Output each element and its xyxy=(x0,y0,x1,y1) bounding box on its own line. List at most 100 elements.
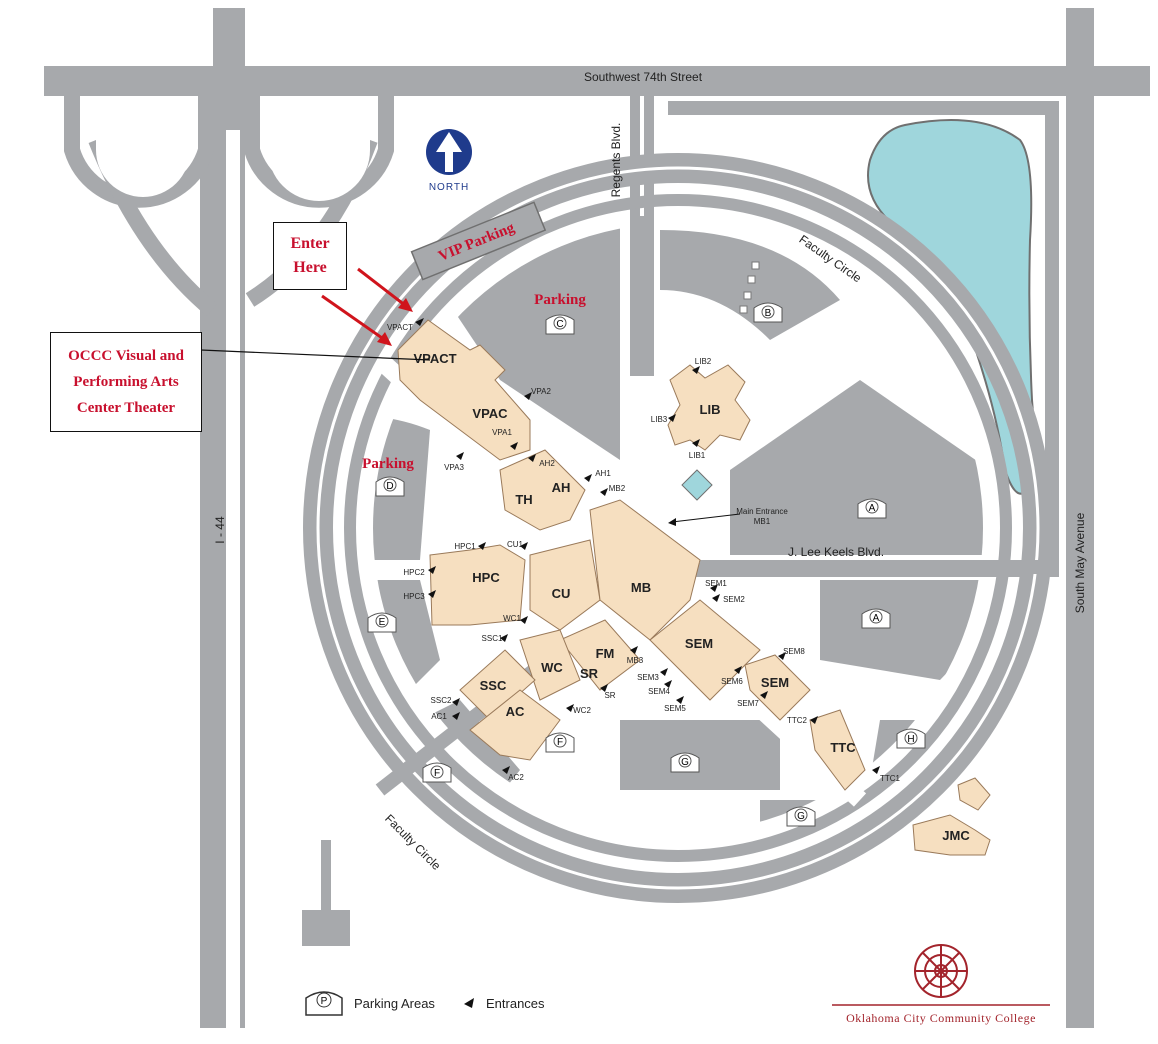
svg-text:P: P xyxy=(321,996,328,1007)
label-hpc: HPC xyxy=(472,570,500,585)
legend-parking-icon: P xyxy=(305,991,343,1016)
svg-text:E: E xyxy=(379,617,386,628)
svg-text:HPC2: HPC2 xyxy=(403,568,425,577)
svg-text:HPC1: HPC1 xyxy=(454,542,476,551)
label-ssc: SSC xyxy=(480,678,507,693)
entrance-vpa3: VPA3 xyxy=(444,452,464,472)
entrance-ac2: AC2 xyxy=(502,766,524,782)
perimeter-roads xyxy=(44,8,1150,1028)
parking-marker-f1: F xyxy=(422,762,452,783)
lot-b-markers xyxy=(739,261,760,314)
entrance-mb2: MB2 xyxy=(600,484,626,496)
entrance-ssc1: SSC1 xyxy=(482,634,508,643)
enter-here-callout: Enter Here xyxy=(273,222,347,290)
svg-text:SEM2: SEM2 xyxy=(723,595,745,604)
svg-text:SEM6: SEM6 xyxy=(721,677,743,686)
entrance-ttc1: TTC1 xyxy=(872,766,901,783)
entrance-sem6: SEM6 xyxy=(721,666,743,686)
parking-marker-g1: G xyxy=(670,752,700,773)
entrance-sem3: SEM3 xyxy=(637,668,668,682)
label-sem-east: SEM xyxy=(761,675,789,690)
svg-text:VPA3: VPA3 xyxy=(444,463,464,472)
occc-callout-line2: Performing Arts xyxy=(73,374,179,390)
legend-parking-label: Parking Areas xyxy=(354,996,435,1011)
label-main-entrance: Main Entrance xyxy=(736,507,788,516)
building-ssc xyxy=(459,649,536,721)
parking-marker-a1: A xyxy=(857,498,887,519)
label-vpact: VPACT xyxy=(413,351,456,366)
occc-logo-text: Oklahoma City Community College xyxy=(846,1011,1036,1025)
svg-text:SEM5: SEM5 xyxy=(664,704,686,713)
building-mb xyxy=(589,499,701,641)
svg-text:SEM3: SEM3 xyxy=(637,673,659,682)
svg-text:F: F xyxy=(434,768,440,779)
entrance-ssc2: SSC2 xyxy=(431,696,460,706)
parking-marker-c: C xyxy=(545,314,575,335)
main-entrance-pointer xyxy=(671,513,741,523)
entrance-sem4: SEM4 xyxy=(648,680,672,696)
svg-text:G: G xyxy=(797,811,805,822)
building-vpact xyxy=(397,319,531,461)
building-ah-th xyxy=(499,449,586,531)
entrance-vpa1: VPA1 xyxy=(492,428,518,450)
label-mb: MB xyxy=(631,580,651,595)
svg-text:B: B xyxy=(765,308,772,319)
label-keels: J. Lee Keels Blvd. xyxy=(788,545,884,559)
svg-text:G: G xyxy=(681,757,689,768)
building-ttc xyxy=(809,709,866,791)
building-fm-sr xyxy=(559,619,641,691)
building-lib xyxy=(667,364,751,451)
legend-entrances-label: Entrances xyxy=(486,996,545,1011)
svg-text:C: C xyxy=(556,319,563,330)
parking-marker-e: E xyxy=(367,612,397,633)
entrance-ac1: AC1 xyxy=(431,712,460,721)
entrance-ah1: AH1 xyxy=(584,469,611,482)
parking-marker-d: D xyxy=(375,476,405,497)
entrance-wc1: WC1 xyxy=(503,614,528,624)
label-th: TH xyxy=(515,492,532,507)
occc-callout-line3: Center Theater xyxy=(76,400,176,416)
label-regents: Regents Blvd. xyxy=(609,123,623,198)
label-i44: I - 44 xyxy=(213,516,227,544)
svg-text:AH1: AH1 xyxy=(595,469,611,478)
svg-text:A: A xyxy=(869,503,876,514)
parking-marker-a2: A xyxy=(861,608,891,629)
parking-markers: C B D A A E F F G G H xyxy=(367,302,926,827)
entrance-hpc1: HPC1 xyxy=(454,542,486,551)
entrance-vpact1: VPACT xyxy=(387,318,424,332)
compass-label: NORTH xyxy=(429,182,469,193)
label-ac: AC xyxy=(506,704,525,719)
svg-text:CU1: CU1 xyxy=(507,540,524,549)
occc-logo-emblem xyxy=(914,944,968,998)
entrance-lib3: LIB3 xyxy=(651,414,676,424)
svg-text:H: H xyxy=(907,734,914,745)
svg-text:VPA1: VPA1 xyxy=(492,428,512,437)
entrance-markers: VPACT VPA2 VPA1 VPA3 AH2 AH1 MB2 LIB2 LI… xyxy=(387,318,901,783)
enter-here-line2: Here xyxy=(293,259,327,276)
entrance-wc2: WC2 xyxy=(566,704,591,715)
occc-callout-line1: OCCC Visual and xyxy=(68,348,184,364)
entrance-lib1: LIB1 xyxy=(689,439,706,460)
svg-text:VPA2: VPA2 xyxy=(531,387,551,396)
enter-here-line1: Enter xyxy=(290,235,330,252)
road-keels xyxy=(700,560,1052,574)
label-parking-c: Parking xyxy=(534,292,586,308)
svg-text:SEM7: SEM7 xyxy=(737,699,759,708)
label-south-may: South May Avenue xyxy=(1073,512,1087,613)
building-cu xyxy=(529,539,601,631)
svg-text:SEM1: SEM1 xyxy=(705,579,727,588)
north-compass-icon: NORTH xyxy=(426,129,472,193)
label-faculty-circle-sw: Faculty Circle xyxy=(382,812,444,874)
enter-here-arrows xyxy=(321,267,413,346)
building-jmc-annex xyxy=(957,777,991,811)
label-fm: FM xyxy=(596,646,615,661)
legend-entrance-icon xyxy=(464,998,474,1008)
building-ac xyxy=(469,689,561,761)
svg-text:LIB3: LIB3 xyxy=(651,415,668,424)
svg-text:VPACT: VPACT xyxy=(387,323,413,332)
svg-text:LIB1: LIB1 xyxy=(689,451,706,460)
svg-text:AH2: AH2 xyxy=(539,459,555,468)
svg-text:AC2: AC2 xyxy=(508,773,524,782)
svg-text:TTC2: TTC2 xyxy=(787,716,808,725)
